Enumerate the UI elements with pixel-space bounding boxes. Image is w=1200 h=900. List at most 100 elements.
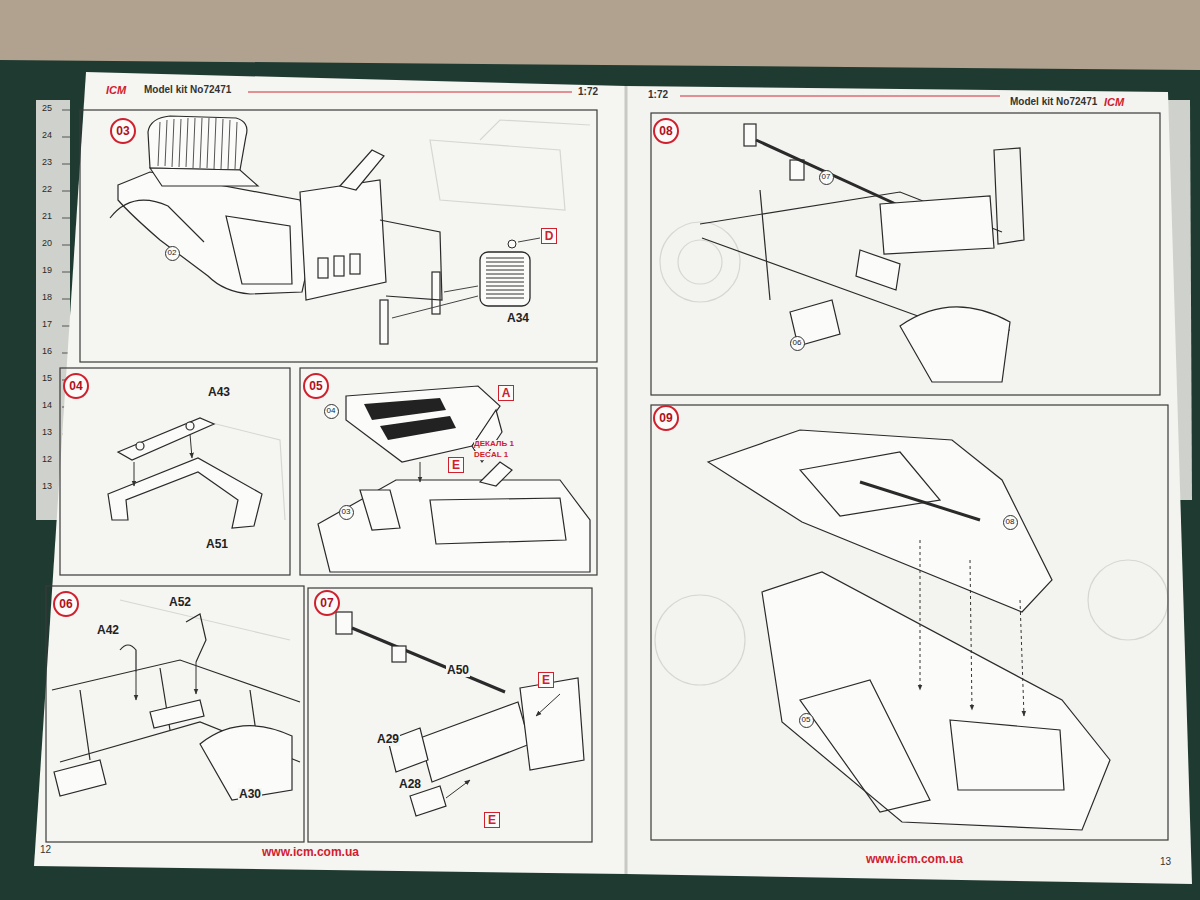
brand-logo: ICM [106, 84, 126, 96]
line-art [190, 434, 192, 458]
line-art [136, 672, 137, 700]
line-art [651, 113, 1160, 395]
body-tub-art [110, 116, 442, 344]
assembly-arrow [134, 434, 192, 486]
line-art [446, 780, 470, 798]
part-number: A43 [207, 386, 231, 399]
line-art [790, 300, 840, 346]
line-art [150, 700, 204, 728]
header-rule [680, 95, 1000, 96]
node-text: E [488, 814, 496, 826]
line-art [444, 286, 478, 292]
line-art [678, 240, 722, 284]
line-art [708, 430, 1052, 612]
drivetrain-art [336, 612, 584, 816]
line-art [994, 148, 1024, 244]
line-art [186, 422, 194, 430]
line-art [790, 160, 804, 180]
assembly-arrow [920, 540, 1024, 716]
ruler-number: 23 [42, 158, 52, 168]
line-art [235, 122, 237, 169]
header-text: 1:72 [646, 89, 670, 100]
line-art [420, 702, 530, 782]
line-art [334, 256, 344, 276]
subassembly-ref: 02 [165, 246, 180, 261]
node-text: D [545, 230, 554, 242]
line-art [62, 245, 70, 246]
page-fold [625, 86, 628, 874]
line-art [380, 300, 388, 344]
ruler-number: 25 [42, 104, 52, 114]
step-number: 05 [303, 373, 329, 399]
step-number: 08 [653, 118, 679, 144]
final-assembly-art [708, 430, 1110, 830]
ruler-number: 12 [42, 455, 52, 465]
line-art [200, 118, 202, 168]
step-number: 09 [653, 405, 679, 431]
line-art [360, 490, 400, 530]
part-number: A34 [506, 312, 530, 325]
node-text: 04 [69, 380, 82, 392]
step-panel [46, 110, 1168, 842]
line-art [486, 286, 524, 287]
part-number: A28 [398, 778, 422, 791]
line-art [760, 190, 770, 300]
line-art [856, 250, 900, 290]
line-art [62, 299, 70, 300]
line-art [62, 137, 70, 138]
ruler-number: 15 [42, 374, 52, 384]
line-art [165, 120, 167, 166]
node-text: 07 [822, 173, 831, 181]
line-art [380, 220, 442, 300]
paint-code-box: E [538, 672, 554, 688]
line-art [486, 258, 524, 259]
line-art [300, 180, 386, 300]
line-art [536, 694, 560, 716]
line-art [1020, 600, 1024, 716]
line-art [118, 418, 214, 460]
subassembly-ref: 07 [819, 170, 834, 185]
paint-code-box: D [541, 228, 557, 244]
line-art [655, 595, 745, 685]
header-text: Model kit No72471 [142, 84, 233, 95]
seat-stripes [158, 118, 237, 169]
line-art [486, 262, 524, 263]
line-art [150, 168, 258, 186]
node-text: 03 [342, 508, 351, 516]
ruler-number: 16 [42, 347, 52, 357]
line-art [486, 274, 524, 275]
step-number: 04 [63, 373, 89, 399]
line-art [340, 150, 384, 190]
line-art [62, 110, 70, 111]
line-art [60, 368, 290, 575]
header-rule [248, 91, 572, 92]
decal-note: DECAL 1 [474, 451, 508, 460]
line-art [186, 118, 188, 167]
line-art [392, 296, 478, 318]
node-text: 03 [116, 125, 129, 137]
part-number: A50 [446, 664, 470, 677]
node-text: A [502, 387, 511, 399]
web-address: www.icm.com.ua [262, 846, 359, 859]
line-art [308, 588, 592, 842]
ruler-number: 17 [42, 320, 52, 330]
web-address: www.icm.com.ua [866, 853, 963, 866]
line-art [800, 680, 930, 812]
line-art [920, 540, 921, 690]
line-art [62, 164, 70, 165]
line-art [430, 140, 565, 210]
line-art [108, 458, 262, 528]
line-art [214, 118, 216, 169]
line-art [318, 258, 328, 278]
body-art [318, 462, 590, 572]
line-art [336, 612, 352, 634]
line-art [508, 240, 516, 248]
ruler-number: 19 [42, 266, 52, 276]
line-art [950, 720, 1064, 790]
node-text: 05 [802, 716, 811, 724]
line-art [193, 118, 195, 168]
line-art [62, 191, 70, 192]
ruler-number: 20 [42, 239, 52, 249]
